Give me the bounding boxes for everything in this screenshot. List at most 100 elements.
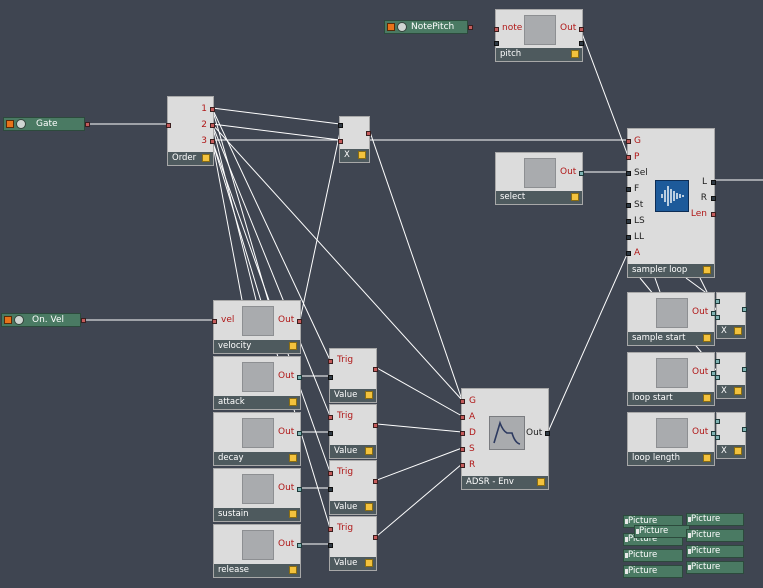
x-in-2-port[interactable] [715, 315, 720, 320]
picture-item[interactable]: Picture [623, 565, 683, 578]
x-in-1-port[interactable] [715, 299, 720, 304]
trig-in-port[interactable] [328, 359, 333, 364]
ls-in-port[interactable] [626, 219, 631, 224]
picture-item[interactable]: Picture [623, 549, 683, 562]
decay-module[interactable]: Out decay [213, 412, 302, 466]
x-in-1-port[interactable] [338, 123, 343, 128]
r-in-port[interactable] [460, 463, 465, 468]
value-in-port[interactable] [328, 543, 333, 548]
loop-start-module[interactable]: Out loop start [627, 352, 716, 406]
note-pitch-source[interactable]: NotePitch [384, 20, 473, 34]
vel-in-port[interactable] [212, 319, 217, 324]
picture-item[interactable]: Picture [686, 513, 744, 526]
order-out-2-port[interactable] [210, 123, 215, 128]
x-out-port[interactable] [742, 427, 747, 432]
edit-button[interactable] [703, 334, 711, 342]
l-out-port[interactable] [711, 180, 716, 185]
attack-out-port[interactable] [297, 375, 302, 380]
edit-button[interactable] [365, 559, 373, 567]
x-out-port[interactable] [742, 367, 747, 372]
value-out-port[interactable] [373, 535, 378, 540]
a-in-port[interactable] [626, 251, 631, 256]
velocity-out-port[interactable] [297, 319, 302, 324]
adsr-env-module[interactable]: G A D S R Out ADSR - Env [460, 388, 550, 490]
f-in-port[interactable] [626, 187, 631, 192]
edit-button[interactable] [289, 454, 297, 462]
sel-in-port[interactable] [626, 171, 631, 176]
value-out-port[interactable] [373, 479, 378, 484]
x-in-2-port[interactable] [338, 139, 343, 144]
picture-item[interactable]: Picture [686, 561, 744, 574]
value-out-port[interactable] [373, 423, 378, 428]
value-module-2[interactable]: Trig Value [328, 404, 378, 459]
edit-button[interactable] [734, 327, 742, 335]
edit-button[interactable] [365, 447, 373, 455]
g-in-port[interactable] [626, 139, 631, 144]
order-module[interactable]: 1 2 3 Order [166, 96, 215, 166]
attack-module[interactable]: Out attack [213, 356, 302, 410]
release-module[interactable]: Out release [213, 524, 302, 578]
x-in-2-port[interactable] [715, 435, 720, 440]
picture-item[interactable]: Picture [634, 525, 690, 538]
value-in-port[interactable] [328, 487, 333, 492]
edit-button[interactable] [703, 266, 711, 274]
edit-button[interactable] [734, 447, 742, 455]
sustain-out-port[interactable] [297, 487, 302, 492]
adsr-out-port[interactable] [545, 431, 550, 436]
multiply-module-right-1[interactable]: X [715, 292, 747, 339]
edit-button[interactable] [537, 478, 545, 486]
release-out-port[interactable] [297, 543, 302, 548]
sampler-loop-module[interactable]: G P Sel F St LS LL A L R Len sampler loo… [626, 128, 716, 278]
r-out-port[interactable] [711, 196, 716, 201]
value-module-4[interactable]: Trig Value [328, 516, 378, 571]
order-in-port[interactable] [166, 123, 171, 128]
pitch-module[interactable]: note Out pitch [494, 9, 584, 62]
order-out-1-port[interactable] [210, 107, 215, 112]
picture-item[interactable]: Picture [686, 545, 744, 558]
decay-out-port[interactable] [297, 431, 302, 436]
len-out-port[interactable] [711, 212, 716, 217]
multiply-module-right-3[interactable]: X [715, 412, 747, 459]
out-port[interactable] [579, 27, 584, 32]
edit-button[interactable] [289, 566, 297, 574]
value-in-port[interactable] [328, 375, 333, 380]
x-out-port[interactable] [366, 131, 371, 136]
x-in-2-port[interactable] [715, 375, 720, 380]
on-vel-out-port[interactable] [81, 318, 86, 323]
on-vel-source[interactable]: On. Vel [1, 313, 86, 327]
sustain-module[interactable]: Out sustain [213, 468, 302, 522]
edit-button[interactable] [734, 387, 742, 395]
edit-button[interactable] [289, 342, 297, 350]
value-module-3[interactable]: Trig Value [328, 460, 378, 515]
loop-start-out-port[interactable] [711, 371, 716, 376]
x-in-1-port[interactable] [715, 359, 720, 364]
trig-in-port[interactable] [328, 415, 333, 420]
out-port-2[interactable] [579, 41, 584, 46]
d-in-port[interactable] [460, 431, 465, 436]
p-in-port[interactable] [626, 155, 631, 160]
edit-button[interactable] [289, 398, 297, 406]
x-out-port[interactable] [742, 307, 747, 312]
edit-button[interactable] [365, 503, 373, 511]
loop-length-module[interactable]: Out loop length [627, 412, 716, 466]
edit-button[interactable] [365, 391, 373, 399]
in-port[interactable] [494, 41, 499, 46]
g-in-port[interactable] [460, 399, 465, 404]
trig-in-port[interactable] [328, 527, 333, 532]
gate-out-port[interactable] [85, 122, 90, 127]
multiply-module-right-2[interactable]: X [715, 352, 747, 399]
edit-button[interactable] [202, 154, 210, 162]
loop-length-out-port[interactable] [711, 431, 716, 436]
edit-button[interactable] [571, 50, 579, 58]
stop-icon[interactable] [387, 23, 395, 31]
multiply-module-top[interactable]: X [338, 116, 371, 163]
st-in-port[interactable] [626, 203, 631, 208]
order-out-3-port[interactable] [210, 139, 215, 144]
s-in-port[interactable] [460, 447, 465, 452]
edit-button[interactable] [703, 454, 711, 462]
sample-start-module[interactable]: Out sample start [627, 292, 716, 346]
trig-in-port[interactable] [328, 471, 333, 476]
select-out-port[interactable] [579, 171, 584, 176]
value-module-1[interactable]: Trig Value [328, 348, 378, 403]
